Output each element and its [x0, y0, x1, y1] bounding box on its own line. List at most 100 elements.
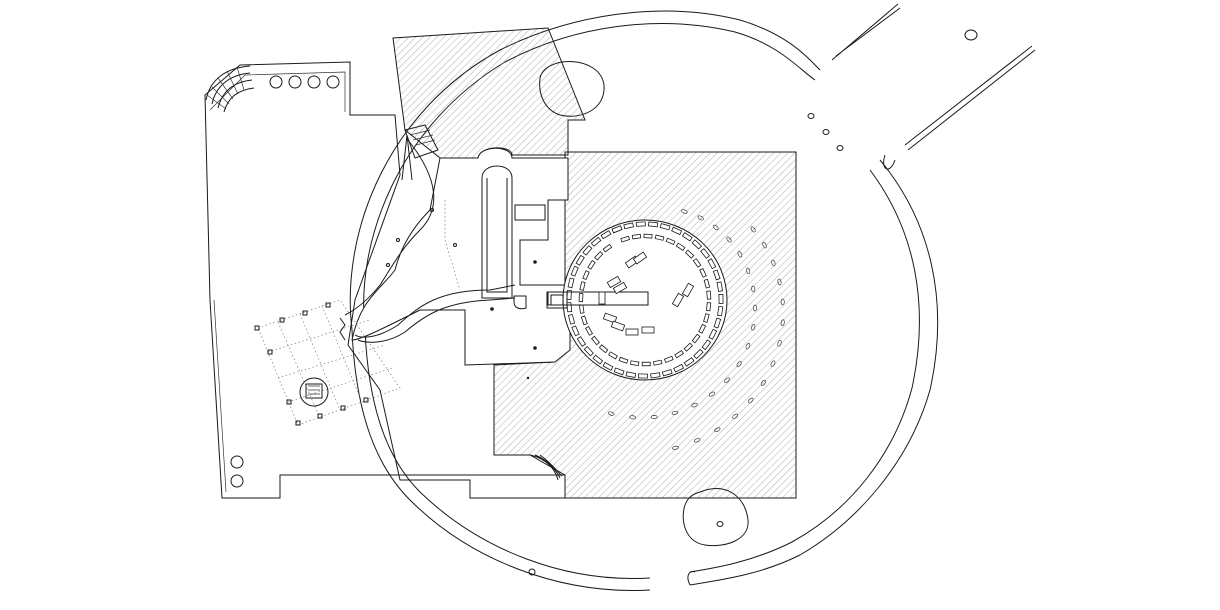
seat [641, 361, 651, 367]
stepping-stone [671, 410, 679, 415]
stepping-stone [693, 438, 701, 443]
central-entry-court [351, 147, 571, 366]
seat [567, 277, 575, 289]
seat [571, 325, 580, 337]
seat [584, 326, 594, 336]
seat [578, 304, 585, 314]
bottom-stair [529, 454, 563, 481]
seat [703, 313, 710, 323]
stepping-stone [750, 226, 756, 233]
stepping-stone [726, 236, 732, 243]
stepping-stone [753, 304, 757, 312]
seat [631, 233, 642, 240]
seat [567, 313, 576, 325]
seat [582, 245, 593, 256]
bench-block [610, 320, 626, 332]
seat [575, 254, 585, 266]
curving-wall [344, 124, 461, 316]
seat [665, 237, 676, 246]
seat [707, 258, 717, 270]
seat [708, 328, 718, 340]
stepping-stone [762, 242, 767, 249]
stepping-stone [629, 415, 637, 420]
stepping-stone [712, 224, 719, 231]
top-wing-hatched [392, 27, 605, 159]
stepping-stone [771, 259, 776, 267]
seat [579, 281, 586, 291]
seat [602, 243, 613, 253]
seat [671, 226, 683, 236]
seat [659, 223, 671, 231]
stepping-stone [751, 285, 756, 293]
seat [717, 305, 724, 317]
seat [578, 293, 584, 303]
bench-block [606, 275, 622, 289]
amphitheater-seating [513, 219, 728, 381]
seat [602, 361, 614, 371]
seat [623, 222, 635, 230]
stepping-stone [777, 278, 782, 286]
seat [712, 269, 721, 281]
seat [592, 354, 604, 365]
stepping-stone [691, 402, 698, 408]
bench-block [681, 282, 695, 298]
seat [643, 233, 653, 239]
seat [576, 336, 587, 347]
stepping-stone [777, 340, 782, 347]
stepping-stone [751, 324, 756, 331]
seat [691, 333, 701, 344]
seat [681, 232, 693, 242]
seat [718, 293, 724, 304]
seat [683, 357, 695, 367]
stepping-stone [732, 413, 739, 419]
seat [684, 249, 695, 259]
seat [594, 251, 604, 261]
bench-block [598, 291, 606, 305]
seat [591, 335, 600, 346]
stepping-stone [607, 411, 615, 416]
stepping-stone [714, 427, 721, 433]
column-markers [490, 260, 537, 380]
seat [652, 359, 663, 366]
seat [706, 290, 712, 300]
seat [706, 302, 712, 312]
bench-block [671, 292, 685, 308]
seat [701, 339, 712, 351]
dotted-pergola [254, 299, 401, 426]
seat [716, 281, 724, 292]
seat [663, 355, 674, 364]
path-fragments [807, 3, 1036, 151]
curved-stair-top-left [205, 65, 255, 113]
seat [620, 235, 631, 243]
stepping-stone [745, 267, 751, 275]
seat [600, 230, 612, 240]
bench-block [602, 312, 618, 324]
stepping-stones [607, 209, 785, 450]
stepping-stone [770, 360, 776, 367]
seat [647, 221, 659, 228]
seat [598, 344, 609, 354]
stepping-stone [697, 215, 704, 221]
seat [673, 363, 685, 373]
seat [613, 367, 625, 376]
seat [700, 248, 710, 259]
seat [566, 302, 573, 313]
stepping-stone [681, 209, 688, 214]
bench-block [612, 281, 628, 295]
seat [692, 258, 702, 268]
seat [661, 368, 673, 377]
circular-garden-path [349, 10, 939, 591]
bench-block [632, 251, 648, 265]
seat [683, 342, 693, 352]
seat [630, 360, 640, 367]
seat [625, 371, 637, 378]
seat [654, 234, 665, 241]
tree-circles [230, 75, 340, 488]
stepping-stone [760, 379, 766, 386]
seat [590, 236, 602, 247]
seat [635, 221, 646, 227]
stepping-stone [780, 319, 785, 327]
seat [611, 225, 623, 234]
seat [638, 373, 648, 379]
